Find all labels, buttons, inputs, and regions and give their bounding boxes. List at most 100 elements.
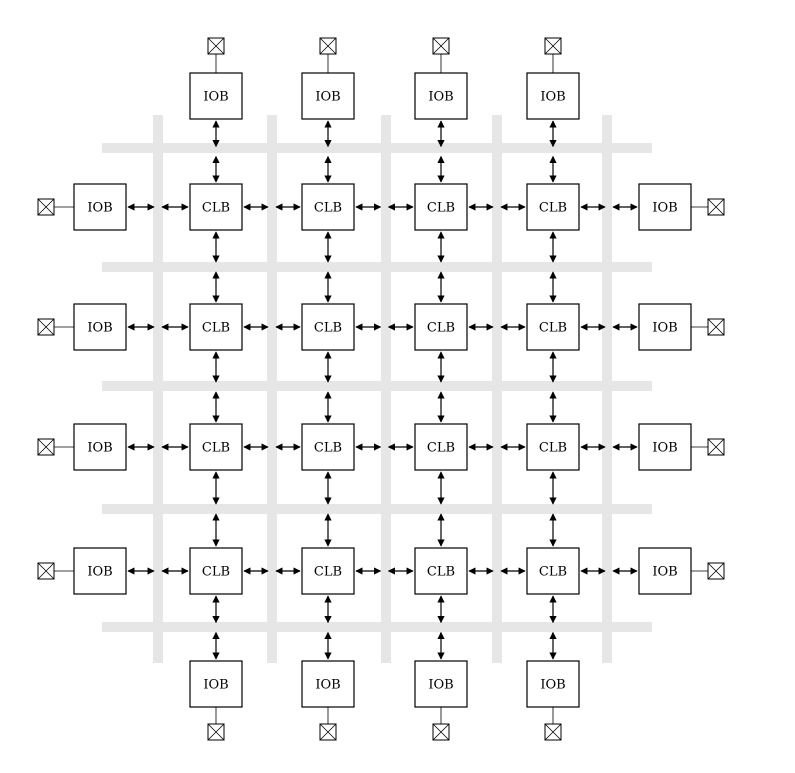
iob-left-0-label: IOB	[87, 201, 112, 216]
pad-x-box-icon-right-2	[707, 438, 725, 456]
iob-left-2-box	[73, 423, 127, 471]
iob-right-3-box	[638, 547, 692, 595]
clb-r0-c2-label: CLB	[427, 201, 455, 216]
clb-r3-c1-label: CLB	[314, 565, 342, 580]
iob-right-0-label: IOB	[652, 201, 677, 216]
clb-r1-c3: CLB	[526, 303, 580, 351]
routing-channel-v-4	[602, 115, 612, 663]
iob-left-3: IOB	[73, 547, 127, 595]
routing-channel-v-2	[381, 115, 391, 663]
clb-r3-c2-label: CLB	[427, 565, 455, 580]
pad-x-box-icon-left-1	[37, 318, 55, 336]
iob-top-3-label: IOB	[540, 90, 565, 105]
interconnect-arrows	[127, 120, 638, 660]
clb-r2-c3-box	[526, 423, 580, 471]
pad-x-box-icon-top-0	[207, 37, 225, 55]
clb-r1-c2: CLB	[414, 303, 468, 351]
iob-bottom-2-box	[414, 660, 468, 708]
clb-r2-c1-label: CLB	[314, 441, 342, 456]
clb-r1-c0-label: CLB	[202, 321, 230, 336]
routing-channel-h-3	[102, 504, 652, 514]
iob-left-0-box	[73, 183, 127, 231]
io-pads	[37, 37, 725, 741]
clb-r1-c3-box	[526, 303, 580, 351]
clb-r0-c2: CLB	[414, 183, 468, 231]
clb-r0-c1-label: CLB	[314, 201, 342, 216]
pad-x-box-icon-right-0	[707, 198, 725, 216]
clb-r2-c2: CLB	[414, 423, 468, 471]
clb-r3-c0: CLB	[189, 547, 243, 595]
iob-right-3-label: IOB	[652, 565, 677, 580]
iob-right-0-box	[638, 183, 692, 231]
iob-bottom-3-box	[526, 660, 580, 708]
iob-left-1: IOB	[73, 303, 127, 351]
clb-r0-c3-label: CLB	[539, 201, 567, 216]
iob-bottom-0: IOB	[189, 660, 243, 708]
iob-left-2-label: IOB	[87, 441, 112, 456]
clb-r1-c1: CLB	[301, 303, 355, 351]
pad-x-box-icon-right-3	[707, 562, 725, 580]
clb-r3-c2-box	[414, 547, 468, 595]
iob-bottom-1: IOB	[301, 660, 355, 708]
clb-r0-c3-box	[526, 183, 580, 231]
clb-r2-c1-box	[301, 423, 355, 471]
clb-r0-c3: CLB	[526, 183, 580, 231]
clb-r3-c0-label: CLB	[202, 565, 230, 580]
pad-x-box-icon-left-0	[37, 198, 55, 216]
iob-top-3: IOB	[526, 72, 580, 120]
pad-x-box-icon-left-2	[37, 438, 55, 456]
clb-r2-c2-box	[414, 423, 468, 471]
routing-channel-h-1	[102, 262, 652, 272]
clb-r2-c0-box	[189, 423, 243, 471]
clb-r2-c2-label: CLB	[427, 441, 455, 456]
clb-r1-c2-box	[414, 303, 468, 351]
pad-x-box-icon-top-3	[544, 37, 562, 55]
iob-top-0: IOB	[189, 72, 243, 120]
clb-r3-c1-box	[301, 547, 355, 595]
iob-top-0-box	[189, 72, 243, 120]
iob-top-2-box	[414, 72, 468, 120]
iob-top-0-label: IOB	[203, 90, 228, 105]
clb-r2-c0: CLB	[189, 423, 243, 471]
iob-bottom-3: IOB	[526, 660, 580, 708]
iob-bottom-3-label: IOB	[540, 678, 565, 693]
iob-right-2: IOB	[638, 423, 692, 471]
clb-r3-c3: CLB	[526, 547, 580, 595]
clb-r0-c1: CLB	[301, 183, 355, 231]
iob-left-2: IOB	[73, 423, 127, 471]
iob-right-2-label: IOB	[652, 441, 677, 456]
pad-x-box-icon-bottom-2	[432, 723, 450, 741]
iob-top-2-label: IOB	[428, 90, 453, 105]
clb-r3-c1: CLB	[301, 547, 355, 595]
clb-r1-c0: CLB	[189, 303, 243, 351]
clb-r0-c0-box	[189, 183, 243, 231]
routing-channel-h-4	[102, 622, 652, 632]
iob-right-3: IOB	[638, 547, 692, 595]
iob-left-3-label: IOB	[87, 565, 112, 580]
iob-bottom-0-label: IOB	[203, 678, 228, 693]
iob-bottom-2-label: IOB	[428, 678, 453, 693]
clb-r3-c0-box	[189, 547, 243, 595]
pad-wires	[54, 54, 708, 724]
routing-channel-v-1	[267, 115, 277, 663]
routing-channel-v-0	[153, 115, 163, 663]
iob-left-1-box	[73, 303, 127, 351]
routing-channels	[102, 115, 652, 663]
clb-r0-c0: CLB	[189, 183, 243, 231]
logic-blocks: CLB CLB CLB CLB IOB IOB CLB CLB CLB CLB IOB IOB CLB C…	[73, 72, 692, 708]
iob-right-1-box	[638, 303, 692, 351]
iob-bottom-1-label: IOB	[315, 678, 340, 693]
clb-r1-c1-label: CLB	[314, 321, 342, 336]
iob-top-2: IOB	[414, 72, 468, 120]
pad-x-box-icon-bottom-1	[319, 723, 337, 741]
pad-x-box-icon-top-2	[432, 37, 450, 55]
routing-channel-h-2	[102, 381, 652, 391]
pad-x-box-icon-right-1	[707, 318, 725, 336]
iob-top-1: IOB	[301, 72, 355, 120]
iob-right-1: IOB	[638, 303, 692, 351]
iob-left-1-label: IOB	[87, 321, 112, 336]
clb-r1-c2-label: CLB	[427, 321, 455, 336]
iob-bottom-1-box	[301, 660, 355, 708]
clb-r0-c0-label: CLB	[202, 201, 230, 216]
